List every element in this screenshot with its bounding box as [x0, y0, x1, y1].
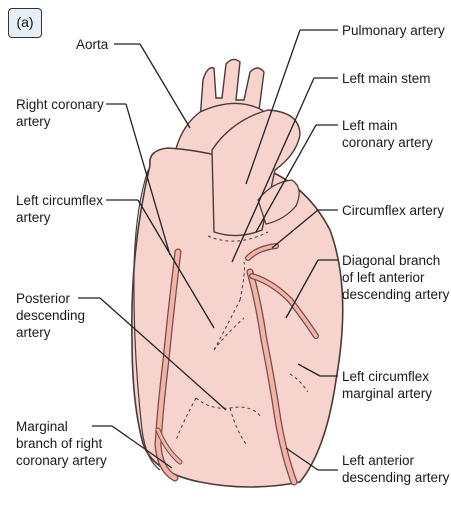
label-circumflex-artery: Circumflex artery [342, 202, 444, 219]
label-marginal-branch: Marginal branch of right coronary artery [16, 418, 107, 469]
label-posterior-descending-artery: Posterior descending artery [16, 290, 85, 341]
label-pulmonary-artery: Pulmonary artery [342, 22, 445, 39]
label-left-anterior-descending-artery: Left anterior descending artery [342, 452, 449, 486]
label-diagonal-branch: Diagonal branch of left anterior descend… [342, 252, 449, 303]
label-left-main-coronary-artery: Left main coronary artery [342, 117, 433, 151]
label-left-circumflex-marginal-artery: Left circumflex marginal artery [342, 368, 432, 402]
label-left-main-stem: Left main stem [342, 70, 431, 87]
label-left-circumflex-artery: Left circumflex artery [16, 192, 103, 226]
label-aorta: Aorta [76, 36, 108, 53]
label-right-coronary-artery: Right coronary artery [16, 96, 104, 130]
